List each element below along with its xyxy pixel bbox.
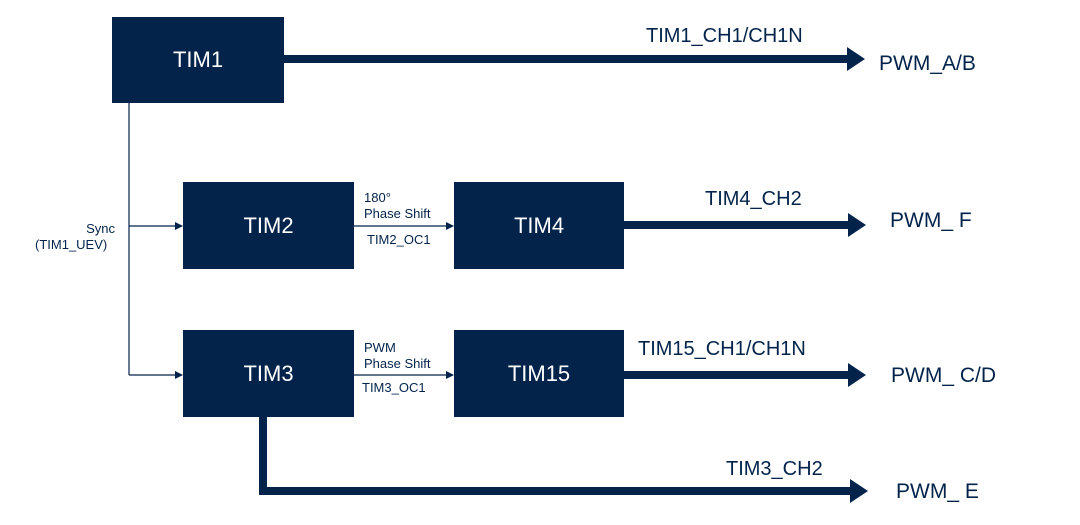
sync-label-line1: Sync xyxy=(86,221,115,236)
tim15-output-arrow xyxy=(624,363,866,387)
tim3-link-label-bottom: TIM3_OC1 xyxy=(362,380,426,395)
tim3-block: TIM3 xyxy=(183,330,354,417)
tim2-block: TIM2 xyxy=(183,182,354,269)
tim3-channel-label: TIM3_CH2 xyxy=(726,458,823,480)
tim3-output-arrow xyxy=(259,416,868,503)
sync-label-sub: (TIM1_UEV) xyxy=(35,237,108,252)
pwm-f-output-label: PWM_ F xyxy=(890,209,972,232)
tim2-link-label-bottom: TIM2_OC1 xyxy=(367,232,431,247)
sync-label: Sync xyxy=(85,221,115,237)
tim2-link-label-top2: Phase Shift xyxy=(364,206,431,221)
tim1-output-arrow xyxy=(284,47,865,71)
pwm-cd-output-label: PWM_ C/D xyxy=(891,364,996,387)
tim4-block: TIM4 xyxy=(454,182,624,269)
tim15-channel-label: TIM15_CH1/CH1N xyxy=(638,338,806,360)
tim1-channel-label: TIM1_CH1/CH1N xyxy=(646,25,803,47)
tim15-block: TIM15 xyxy=(454,330,624,417)
pwm-ab-output-label: PWM_A/B xyxy=(879,52,976,75)
tim3-link-label-top2: Phase Shift xyxy=(364,356,431,371)
pwm-e-output-label: PWM_ E xyxy=(896,480,979,503)
tim4-channel-label: TIM4_CH2 xyxy=(705,188,802,210)
tim1-block: TIM1 xyxy=(112,17,284,103)
tim3-link-label-top1: PWM xyxy=(364,340,396,355)
tim4-output-arrow xyxy=(624,213,866,237)
tim2-link-label-top1: 180° xyxy=(364,190,391,205)
